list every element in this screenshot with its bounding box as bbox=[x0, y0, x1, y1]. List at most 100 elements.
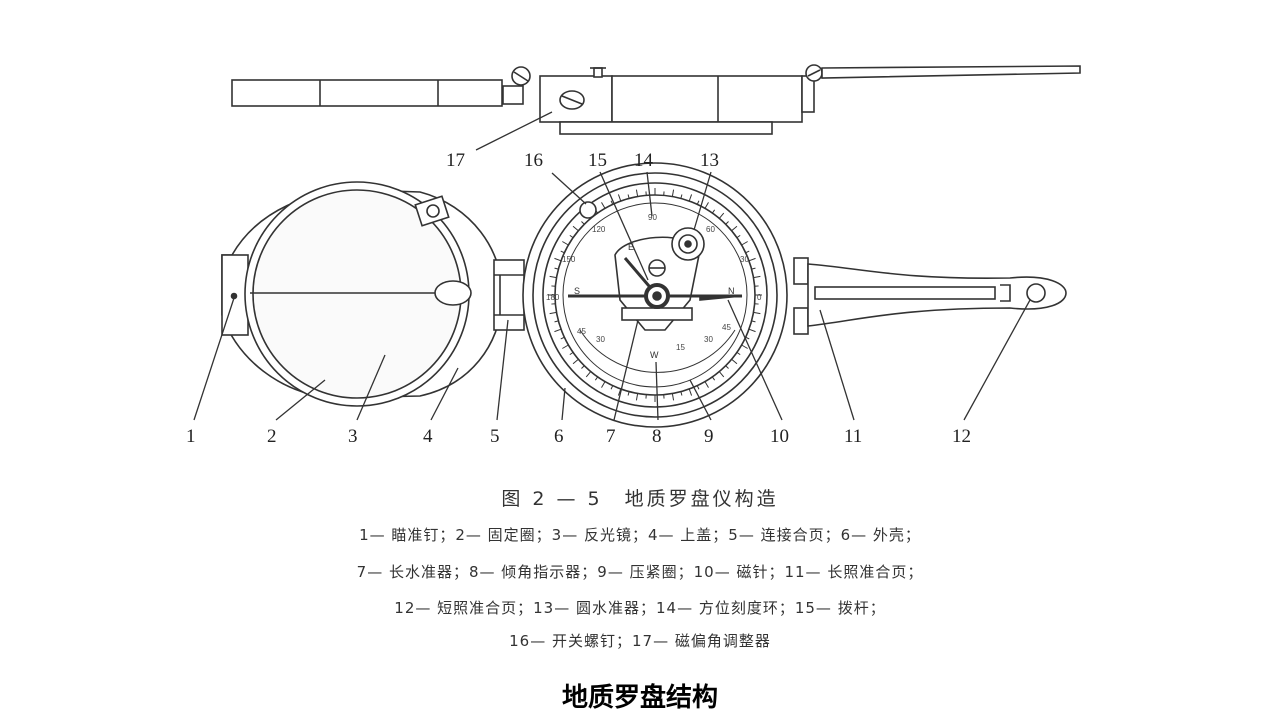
dial-tick bbox=[627, 194, 630, 199]
dial-tick bbox=[741, 241, 748, 246]
dial-tick bbox=[569, 234, 574, 239]
dial-tick bbox=[753, 311, 761, 315]
dial-label-90: 90 bbox=[648, 213, 657, 222]
dial-label-30: 30 bbox=[740, 255, 749, 264]
callout-12: 12 bbox=[952, 426, 971, 447]
legend-line: 12— 短照准合页；13— 圆水准器；14— 方位刻度环；15— 拨杆； bbox=[394, 599, 886, 617]
dial-letter-s: S bbox=[574, 286, 580, 296]
dial-letter-e: E bbox=[628, 242, 634, 252]
callout-4: 4 bbox=[423, 426, 433, 447]
geological-compass-diagram: 90 60 120 150 180 30 0 45 30 15 30 45 S … bbox=[186, 64, 1081, 447]
dial-label-45b: 45 bbox=[722, 323, 731, 332]
dial-tick bbox=[572, 225, 579, 232]
dial-tick bbox=[581, 365, 585, 369]
dial-tick bbox=[560, 250, 565, 254]
dial-tick bbox=[635, 189, 639, 197]
callout-1: 1 bbox=[186, 426, 196, 447]
dial-tick bbox=[711, 209, 716, 214]
dial-tick bbox=[554, 328, 562, 333]
dial-tick bbox=[688, 388, 693, 396]
dial-label-30c: 30 bbox=[704, 335, 713, 344]
sight-arm bbox=[793, 257, 1067, 335]
callout-6: 6 bbox=[554, 426, 564, 447]
dial-tick bbox=[731, 358, 738, 365]
dial-tick bbox=[696, 385, 700, 390]
dial-tick bbox=[696, 200, 700, 205]
dial-tick bbox=[725, 221, 729, 225]
dial-labels: 90 60 120 150 180 30 0 45 30 15 30 45 S … bbox=[546, 213, 762, 360]
dial-tick bbox=[731, 225, 738, 232]
dial-tick bbox=[748, 328, 756, 333]
slide-title: 地质罗盘结构 bbox=[561, 683, 718, 713]
leader-lines bbox=[193, 111, 1031, 421]
callout-16: 16 bbox=[524, 150, 543, 171]
callout-14: 14 bbox=[634, 150, 654, 171]
dial-tick bbox=[601, 381, 606, 388]
dial-tick bbox=[671, 189, 675, 197]
dial-label-15: 15 bbox=[676, 343, 685, 352]
dial-tick bbox=[610, 200, 614, 205]
callout-13: 13 bbox=[700, 150, 719, 171]
dial-label-180: 180 bbox=[546, 293, 560, 302]
dial-tick bbox=[751, 267, 756, 270]
callout-numbers: 17 16 15 14 13 1 2 3 4 5 6 7 8 9 10 11 1… bbox=[186, 150, 971, 447]
dial-tick bbox=[610, 385, 614, 390]
dial-tick bbox=[549, 311, 557, 315]
dial-tick bbox=[554, 320, 559, 323]
dial-tick bbox=[585, 371, 592, 378]
dial-tick bbox=[736, 351, 741, 356]
dial-tick bbox=[627, 391, 630, 396]
dial-tick bbox=[680, 194, 683, 199]
dial-label-0: 0 bbox=[757, 293, 762, 302]
dial-tick bbox=[753, 275, 761, 279]
dial-tick bbox=[594, 376, 599, 381]
dial-tick bbox=[569, 351, 574, 356]
dial-tick bbox=[748, 257, 756, 262]
dial-tick bbox=[718, 371, 725, 378]
callout-15: 15 bbox=[588, 150, 607, 171]
compass-lid bbox=[221, 181, 503, 407]
figure-caption-title: 图 2 — 5 地质罗盘仪构造 bbox=[501, 488, 779, 510]
dial-tick bbox=[554, 267, 559, 270]
legend-line: 16— 开关螺钉；17— 磁偏角调整器 bbox=[509, 632, 771, 650]
dial-tick bbox=[688, 194, 693, 202]
callout-5: 5 bbox=[490, 426, 500, 447]
callout-9: 9 bbox=[704, 426, 714, 447]
dial-tick bbox=[711, 376, 716, 381]
dial-tick bbox=[572, 358, 579, 365]
dial-tick bbox=[617, 388, 622, 396]
callout-10: 10 bbox=[770, 426, 789, 447]
dial-tick bbox=[704, 202, 709, 209]
dial-tick bbox=[601, 202, 606, 209]
dial-tick bbox=[680, 391, 683, 396]
dial-tick bbox=[562, 241, 569, 246]
dial-tick bbox=[581, 221, 585, 225]
dial-tick bbox=[741, 344, 748, 349]
compass-side-view bbox=[231, 64, 1081, 135]
dial-label-30b: 30 bbox=[596, 335, 605, 344]
callout-11: 11 bbox=[844, 426, 862, 447]
dial-tick bbox=[745, 250, 750, 254]
dial-tick bbox=[718, 212, 725, 219]
legend-line: 1— 瞄准钉；2— 固定圈；3— 反光镜；4— 上盖；5— 连接合页；6— 外壳… bbox=[359, 526, 921, 544]
dial-tick bbox=[751, 320, 756, 323]
dial-tick bbox=[671, 393, 675, 401]
dial-tick bbox=[617, 194, 622, 202]
dial-label-150: 150 bbox=[562, 255, 576, 264]
callout-7: 7 bbox=[606, 426, 616, 447]
dial-tick bbox=[549, 275, 557, 279]
dial-tick bbox=[554, 257, 562, 262]
dial-label-60: 60 bbox=[706, 225, 715, 234]
dial-letter-n: N bbox=[728, 286, 735, 296]
dial-label-45: 45 bbox=[577, 327, 586, 336]
dial-label-120: 120 bbox=[592, 225, 606, 234]
dial-letter-w: W bbox=[650, 350, 659, 360]
compass-body bbox=[522, 162, 788, 428]
legend-line: 7— 长水准器；8— 倾角指示器；9— 压紧圈；10— 磁针；11— 长照准合页… bbox=[356, 563, 924, 581]
dial-tick bbox=[562, 344, 569, 349]
hinge bbox=[493, 259, 525, 331]
dial-tick bbox=[560, 336, 565, 340]
dial-tick bbox=[725, 365, 729, 369]
callout-3: 3 bbox=[348, 426, 358, 447]
dial-tick bbox=[745, 336, 750, 340]
